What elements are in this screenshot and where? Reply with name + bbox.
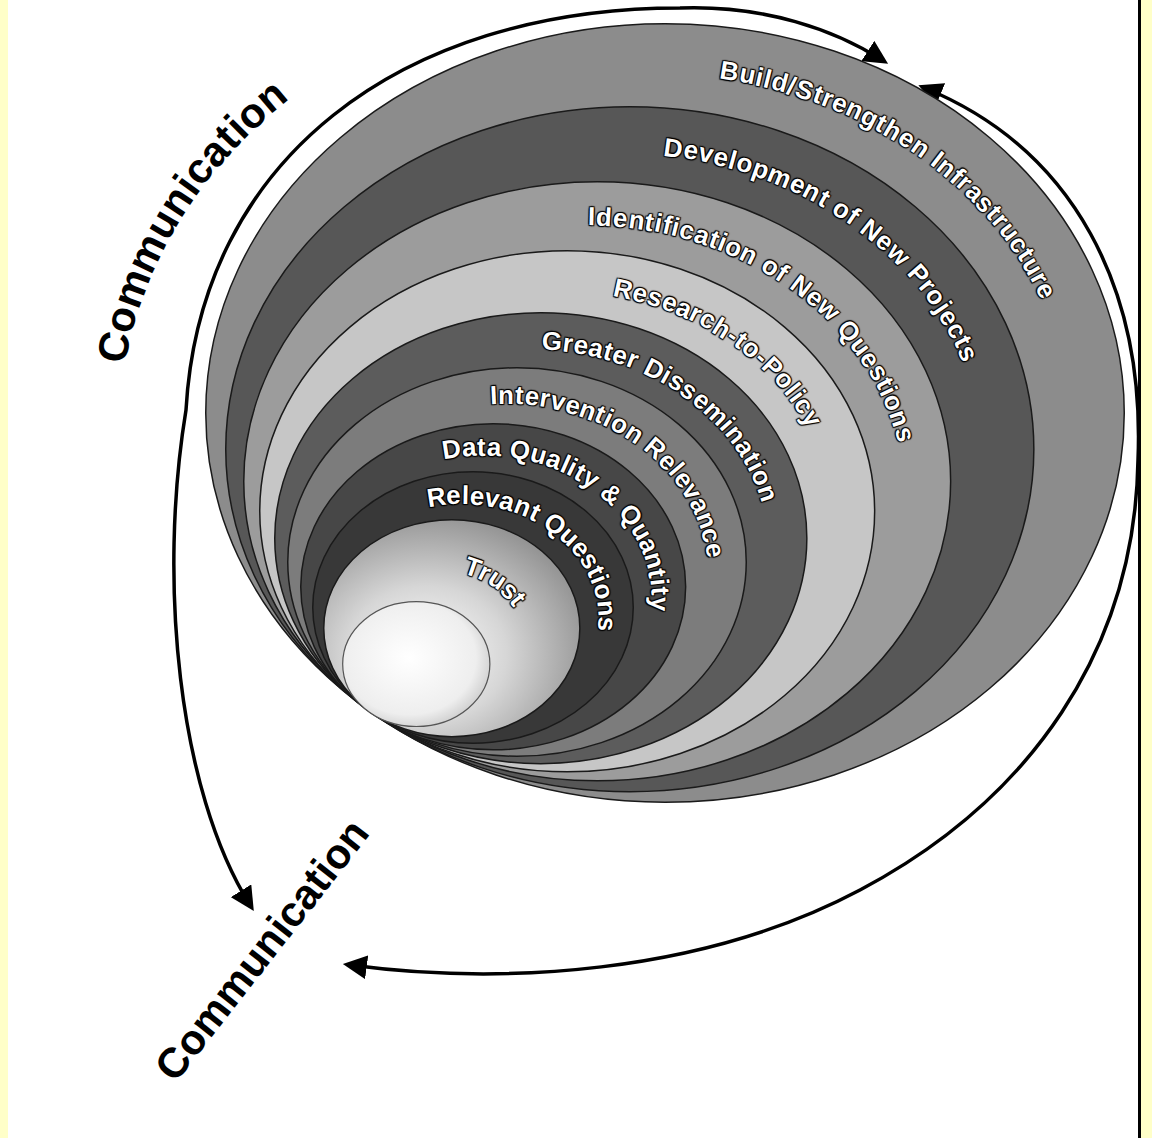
- band-ellipse-outline: [225, 106, 1033, 791]
- band-ring: Identification of New QuestionsResearch-…: [243, 181, 951, 782]
- band-ellipse: [323, 519, 581, 737]
- band-ring: Relevant QuestionsTrust: [312, 471, 634, 744]
- band-ellipse-outline: [288, 368, 747, 757]
- band-ellipse-outline: [206, 24, 1125, 803]
- label-glyph: I: [588, 203, 596, 229]
- band-ring: Build/Strengthen InfrastructureDevelopme…: [205, 23, 1125, 803]
- band-ring: Data Quality & QuantityRelevant Question…: [300, 423, 686, 751]
- label-glyph: n: [593, 599, 620, 617]
- label-glyph: t: [514, 382, 524, 408]
- band-ring: Intervention RelevanceData Quality & Qua…: [287, 367, 747, 757]
- label-glyph: I: [489, 382, 497, 408]
- band-ellipse-outline: [301, 423, 686, 749]
- band-ellipse-outline: [243, 182, 950, 781]
- band-ring: Greater DisseminationIntervention Releva…: [274, 312, 808, 764]
- label-glyph: l: [461, 482, 469, 508]
- label-glyph: d: [596, 203, 613, 230]
- label-glyph: e: [612, 204, 629, 231]
- band-ring: Development of New ProjectsIdentificatio…: [225, 106, 1035, 792]
- band-ellipse-outline: [275, 313, 807, 764]
- label-glyph: a: [461, 434, 477, 461]
- band-ring: Research-to-PolicyGreater DisseminationI…: [259, 250, 875, 773]
- label-glyph: a: [486, 434, 502, 461]
- band-ring: Trust: [323, 519, 581, 737]
- label-glyph: D: [440, 435, 463, 464]
- band-ellipse-outline: [260, 251, 875, 772]
- label-glyph: G: [541, 327, 563, 355]
- label-glyph: t: [647, 586, 673, 596]
- label-glyph: y: [646, 596, 673, 612]
- label-glyph: D: [662, 133, 684, 161]
- label-glyph: R: [425, 483, 448, 512]
- label-glyph: n: [498, 382, 514, 408]
- label-glyph: e: [446, 482, 462, 509]
- center-hole: [343, 602, 490, 727]
- label-glyph: t: [477, 434, 486, 460]
- band-ellipse-outline: [324, 520, 580, 737]
- band-ellipse-outline: [312, 472, 633, 744]
- label-glyph: s: [593, 616, 620, 632]
